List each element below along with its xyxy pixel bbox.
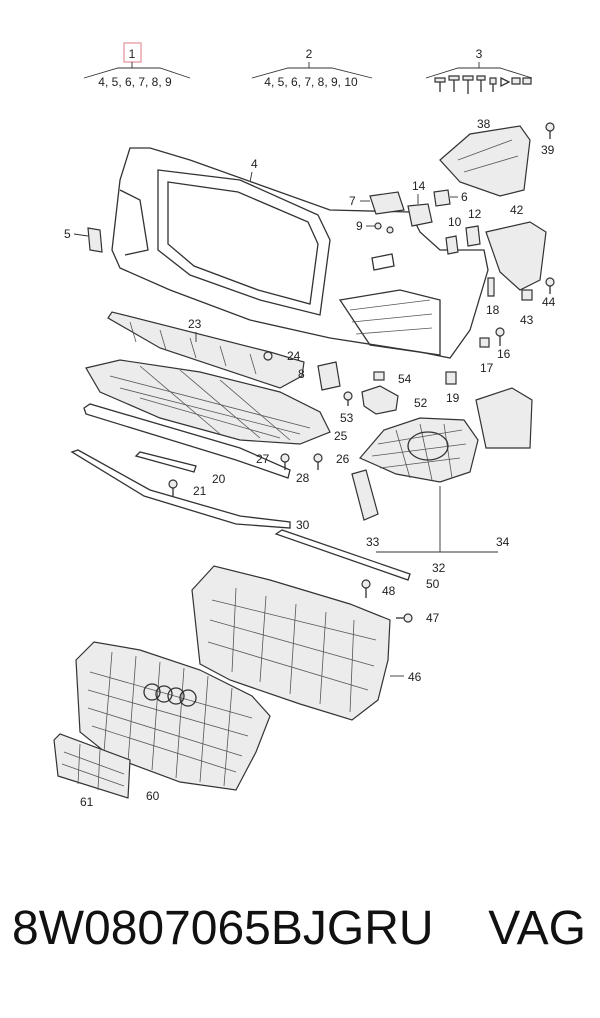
callout-21: 21: [193, 484, 207, 498]
callout-7: 7: [349, 194, 356, 208]
callout-44: 44: [542, 295, 556, 309]
footer: 8W0807065BJGRU VAG: [0, 905, 600, 985]
callout-28: 28: [296, 471, 310, 485]
part-10: [445, 235, 459, 255]
part-7: [369, 191, 405, 215]
part-19-clip: [445, 371, 457, 385]
part-26-screw: [313, 453, 323, 470]
callout-26: 26: [336, 452, 350, 466]
part-33: [351, 469, 379, 521]
audi-rings-icon: [143, 683, 197, 707]
callout-48: 48: [382, 584, 396, 598]
callout-50: 50: [426, 577, 440, 591]
part-46-grille-frame: [191, 565, 391, 721]
callout-54: 54: [398, 372, 412, 386]
callout-47: 47: [426, 611, 440, 625]
callout-24: 24: [287, 349, 301, 363]
callout-16: 16: [497, 347, 511, 361]
callout-1-highlight: [123, 42, 142, 63]
part-28-strip: [83, 403, 291, 479]
part-52: [361, 385, 399, 415]
callout-42: 42: [510, 203, 524, 217]
part-54-clip: [373, 371, 385, 381]
part-50-strip: [274, 529, 411, 581]
callout-5: 5: [64, 227, 71, 241]
part-18-clip: [487, 277, 495, 297]
callout-32: 32: [432, 561, 446, 575]
callout-8: 8: [298, 367, 305, 381]
callout-34: 34: [496, 535, 510, 549]
callout-18: 18: [486, 303, 500, 317]
part-14: [407, 203, 433, 227]
fastener-set-icon: [434, 75, 532, 94]
part-16-screw: [495, 327, 505, 346]
part-23: [107, 311, 305, 389]
callout-43: 43: [520, 313, 534, 327]
part-34: [475, 387, 533, 449]
part-27-screw: [280, 453, 290, 470]
callout-46: 46: [408, 670, 422, 684]
callout-12: 12: [468, 207, 482, 221]
callout-2: 2: [306, 47, 313, 61]
part-43-clip: [521, 289, 533, 301]
part-39-screw: [545, 122, 555, 139]
callout-6: 6: [461, 190, 468, 204]
part-9: [374, 222, 394, 234]
part-38: [439, 125, 531, 197]
callout-20: 20: [212, 472, 226, 486]
callout-23: 23: [188, 317, 202, 331]
callout-4: 4: [251, 157, 258, 171]
callout-19: 19: [446, 391, 460, 405]
part-24-screw: [263, 351, 273, 361]
callout-53: 53: [340, 411, 354, 425]
part-8: [317, 361, 341, 391]
part-25: [85, 359, 331, 445]
part-47-screw: [396, 613, 413, 623]
part-5: [87, 227, 103, 253]
callout-33: 33: [366, 535, 380, 549]
part-17-nut: [479, 337, 490, 348]
callout-10: 10: [448, 215, 462, 229]
part-48-screw: [361, 579, 371, 598]
callout-39: 39: [541, 143, 555, 157]
part-20-trim: [134, 451, 197, 473]
bumper-cover: [111, 147, 489, 359]
part-number: 8W0807065BJGRU: [12, 902, 434, 955]
callout-61: 61: [80, 795, 94, 809]
callout-1-subitems: 4, 5, 6, 7, 8, 9: [98, 75, 172, 89]
part-12: [465, 225, 481, 247]
callout-30: 30: [296, 518, 310, 532]
callout-3: 3: [476, 47, 483, 61]
parts-diagram: 1 4, 5, 6, 7, 8, 9 2 4, 5, 6, 7, 8, 9, 1…: [53, 42, 556, 809]
callout-25: 25: [334, 429, 348, 443]
callout-1: 1: [129, 47, 136, 61]
callout-17: 17: [480, 361, 494, 375]
callout-2-subitems: 4, 5, 6, 7, 8, 9, 10: [264, 75, 358, 89]
part-6: [433, 189, 451, 207]
part-44-screw: [545, 277, 555, 294]
part-30-lip: [70, 449, 291, 529]
part-21-screw: [168, 479, 178, 496]
callout-27: 27: [256, 452, 270, 466]
part-61-plate-holder: [53, 733, 131, 799]
callout-60: 60: [146, 789, 160, 803]
part-42: [485, 221, 547, 291]
part-60-grille: [75, 641, 271, 791]
callout-9: 9: [356, 219, 363, 233]
callout-14: 14: [412, 179, 426, 193]
callout-38: 38: [477, 117, 491, 131]
part-53-screw: [343, 391, 353, 406]
brand-label: VAG: [488, 902, 586, 955]
callout-52: 52: [414, 396, 428, 410]
